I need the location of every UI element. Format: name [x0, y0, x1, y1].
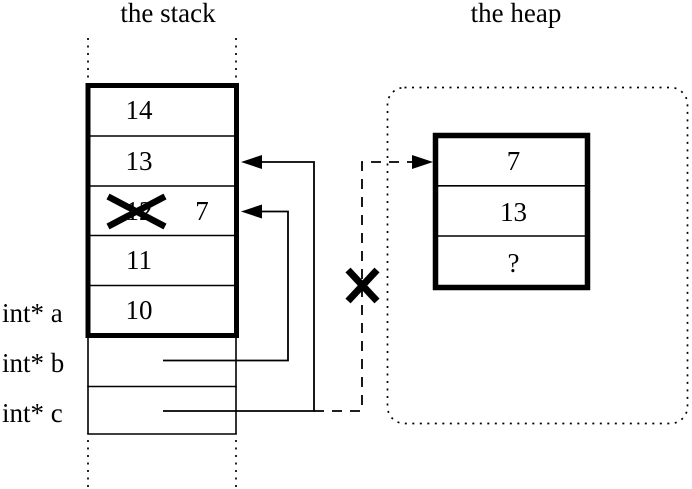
heap-cell-value: 13 — [500, 197, 527, 227]
dangling-pointer-arrowhead-icon — [412, 155, 433, 169]
heap-region-outline — [386, 86, 689, 425]
stack-cell-replacement-value: 7 — [195, 196, 209, 226]
dangling-pointer-dashed-line — [314, 161, 412, 412]
stack-cell-value: 13 — [125, 146, 153, 176]
stack-title: the stack — [120, 0, 216, 28]
stack-cell-value: 10 — [125, 295, 153, 325]
stack-frame-dividers — [90, 135, 234, 287]
cross-out-dangling-pointer-icon — [345, 267, 380, 304]
pointer-c-line — [163, 161, 315, 412]
pointer-b-arrowhead-icon — [241, 204, 262, 219]
heap-block-box — [432, 132, 591, 291]
stack-cell-value: 11 — [126, 245, 152, 275]
pointer-variable-cells — [87, 338, 237, 435]
heap-cell-value: ? — [507, 248, 520, 278]
pointer-label-a: int* a — [2, 298, 63, 328]
cross-out-old-value-icon — [106, 193, 167, 230]
pointer-c-arrowhead-icon — [241, 155, 262, 169]
heap-title: the heap — [470, 0, 562, 28]
heap-cell-value: 7 — [506, 146, 521, 176]
stack-cell-value: 14 — [125, 95, 153, 125]
stack-frame-box — [85, 83, 239, 338]
stack-boundary-guides — [87, 38, 237, 488]
pointer-label-b: int* b — [2, 348, 65, 378]
pointer-b-line — [163, 210, 289, 362]
pointer-label-c: int* c — [2, 398, 63, 428]
heap-block-dividers — [438, 185, 588, 237]
